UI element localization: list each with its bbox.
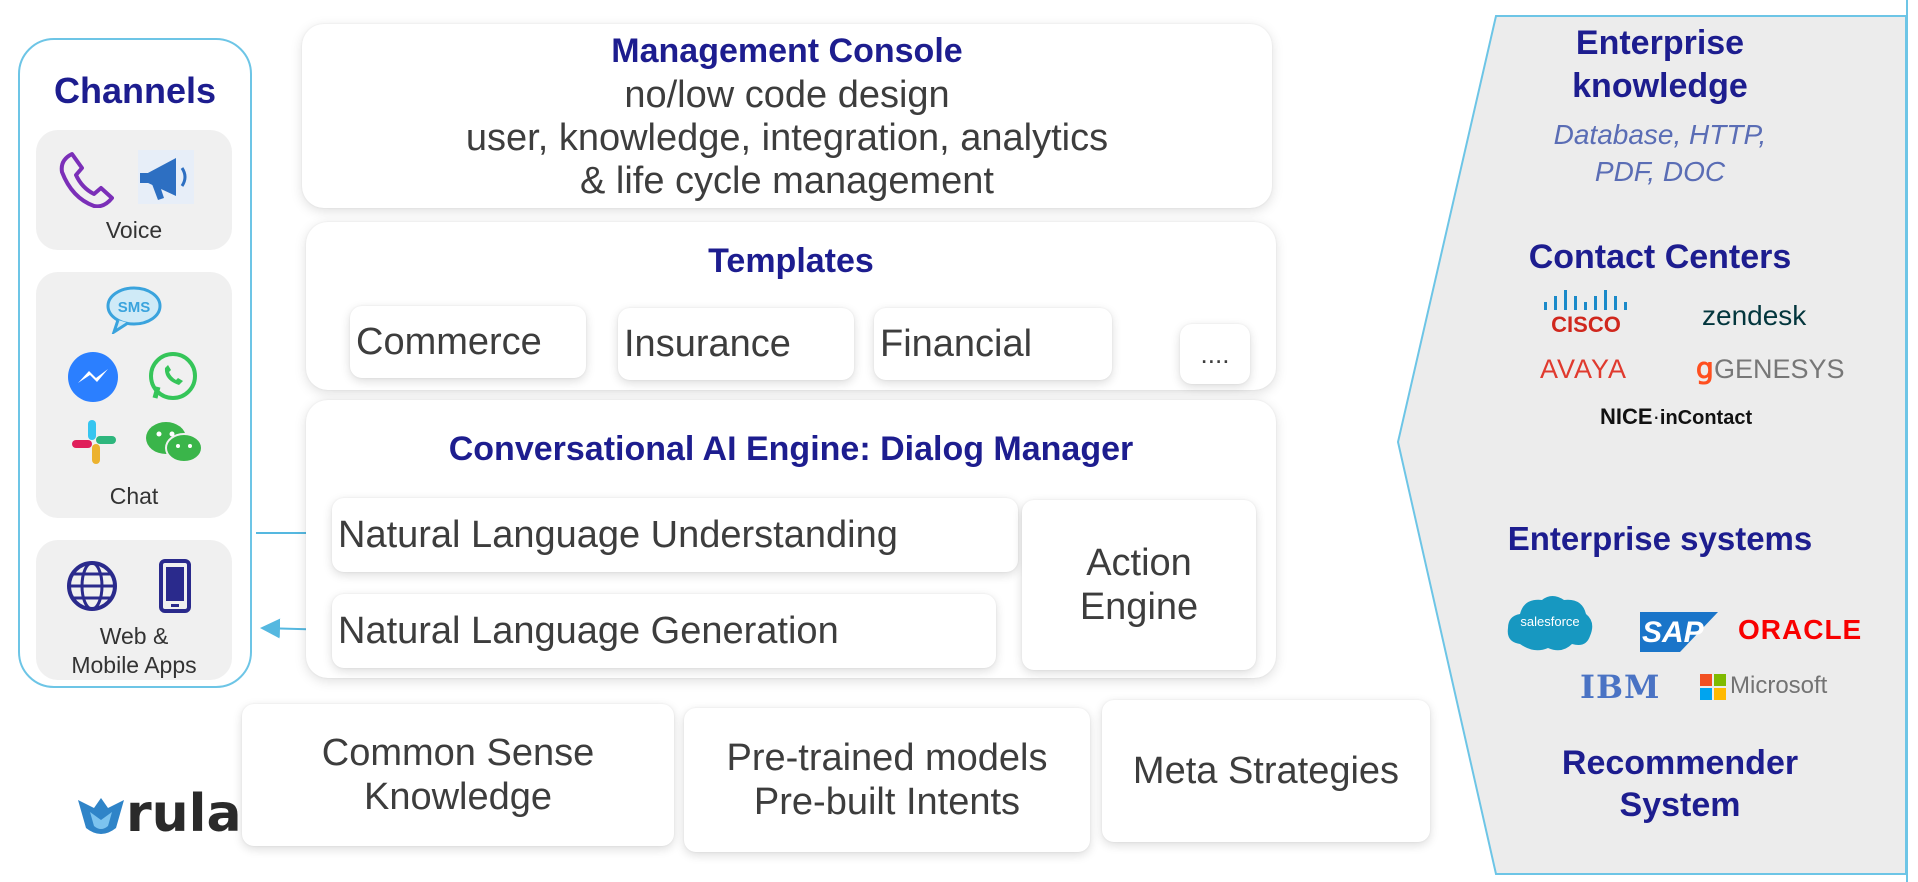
pretrained-box[interactable]: Pre-trained models Pre-built Intents: [684, 708, 1090, 852]
globe-icon: [66, 560, 118, 617]
recommender-title: Recommender System: [1490, 742, 1870, 826]
nlu-box[interactable]: Natural Language Understanding: [332, 498, 1018, 572]
nice-text: NICE: [1600, 404, 1653, 429]
whatsapp-icon: [146, 350, 200, 409]
megaphone-icon: [136, 148, 196, 211]
messenger-icon: [66, 350, 120, 409]
enterprise-knowledge-title: Enterprise knowledge: [1470, 22, 1850, 108]
action-engine-line2: Engine: [1079, 586, 1199, 628]
template-commerce[interactable]: Commerce: [350, 306, 586, 378]
management-console-panel: Management Console no/low code design us…: [302, 24, 1272, 208]
template-financial[interactable]: Financial: [874, 308, 1112, 380]
cisco-text: CISCO: [1551, 312, 1621, 337]
web-label-line1: Web &: [99, 623, 169, 649]
slack-icon: [70, 418, 118, 471]
management-line3: & life cycle management: [580, 160, 994, 202]
web-mobile-channel[interactable]: Web & Mobile Apps: [36, 540, 232, 680]
meta-strategies-box[interactable]: Meta Strategies: [1102, 700, 1430, 842]
management-line1: no/low code design: [624, 74, 950, 116]
sap-logo: SAP: [1640, 612, 1718, 652]
management-title: Management Console: [611, 32, 963, 70]
common-sense-box[interactable]: Common Sense Knowledge: [242, 704, 674, 846]
common-sense-line1: Common Sense: [321, 731, 595, 774]
templates-title: Templates: [708, 242, 874, 280]
knowledge-line2: knowledge: [1572, 67, 1748, 105]
nice-incontact-logo: NICE·inContact: [1600, 404, 1752, 430]
voice-label: Voice: [105, 217, 163, 243]
web-mobile-label: Web & Mobile Apps: [36, 622, 232, 681]
rulai-logo-icon: [78, 798, 124, 834]
nice-separator: ·: [1652, 404, 1660, 429]
genesys-text: GENESYS: [1714, 354, 1845, 384]
contact-centers-title: Contact Centers: [1528, 238, 1792, 276]
rulai-logo: rulai: [74, 786, 240, 846]
mobile-phone-icon: [158, 558, 192, 619]
chat-channel[interactable]: SMS Chat: [36, 272, 232, 518]
phone-icon: [58, 148, 114, 213]
microsoft-text: Microsoft: [1730, 672, 1828, 699]
sms-icon-text: SMS: [118, 299, 151, 316]
pretrained-line2: Pre-built Intents: [753, 781, 1021, 823]
sap-shape: [1640, 612, 1718, 652]
voice-channel[interactable]: Voice: [36, 130, 232, 250]
salesforce-cloud: [1507, 596, 1593, 651]
incontact-text: inContact: [1659, 407, 1753, 429]
web-label-line2: Mobile Apps: [71, 652, 197, 679]
rulai-logo-text: rulai: [126, 786, 240, 844]
ibm-logo: IBM: [1580, 668, 1661, 706]
management-description: no/low code design user, knowledge, inte…: [302, 74, 1272, 203]
genesys-mark-icon: ց: [1696, 353, 1714, 384]
common-sense-line2: Knowledge: [363, 776, 553, 818]
cisco-bars: [1544, 290, 1627, 310]
enterprise-panel-shape: [1396, 0, 1908, 882]
wechat-icon: [144, 418, 204, 473]
knowledge-sources: Database, HTTP, PDF, DOC: [1470, 116, 1850, 190]
management-line2: user, knowledge, integration, analytics: [465, 117, 1109, 159]
pretrained-line1: Pre-trained models: [726, 736, 1048, 779]
template-more[interactable]: ....: [1180, 324, 1250, 384]
salesforce-logo: salesforce: [1504, 592, 1596, 654]
knowledge-line1: Enterprise: [1575, 24, 1745, 62]
nlg-box[interactable]: Natural Language Generation: [332, 594, 996, 668]
chat-label: Chat: [109, 483, 159, 509]
channels-title: Channels: [53, 70, 217, 111]
channels-panel: Channels Voice SMS Chat: [18, 38, 252, 688]
sap-text: SAP: [1642, 616, 1704, 649]
knowledge-sub-line1: Database, HTTP,: [1553, 119, 1767, 150]
engine-title: Conversational AI Engine: Dialog Manager: [448, 430, 1134, 468]
template-insurance[interactable]: Insurance: [618, 308, 854, 380]
cisco-logo: CISCO: [1538, 290, 1634, 338]
salesforce-text: salesforce: [1520, 614, 1580, 629]
oracle-logo: ORACLE: [1738, 614, 1863, 645]
enterprise-systems-title: Enterprise systems: [1507, 520, 1813, 557]
zendesk-logo: zendesk: [1702, 300, 1807, 331]
avaya-logo: AVAYA: [1540, 354, 1628, 384]
recommender-line1: Recommender: [1561, 744, 1799, 782]
microsoft-squares-icon: [1700, 674, 1726, 700]
action-engine-line1: Action: [1086, 541, 1192, 584]
sms-icon: SMS: [106, 286, 162, 339]
recommender-line2: System: [1619, 786, 1741, 824]
action-engine-box[interactable]: Action Engine: [1022, 500, 1256, 670]
knowledge-sub-line2: PDF, DOC: [1594, 156, 1726, 187]
